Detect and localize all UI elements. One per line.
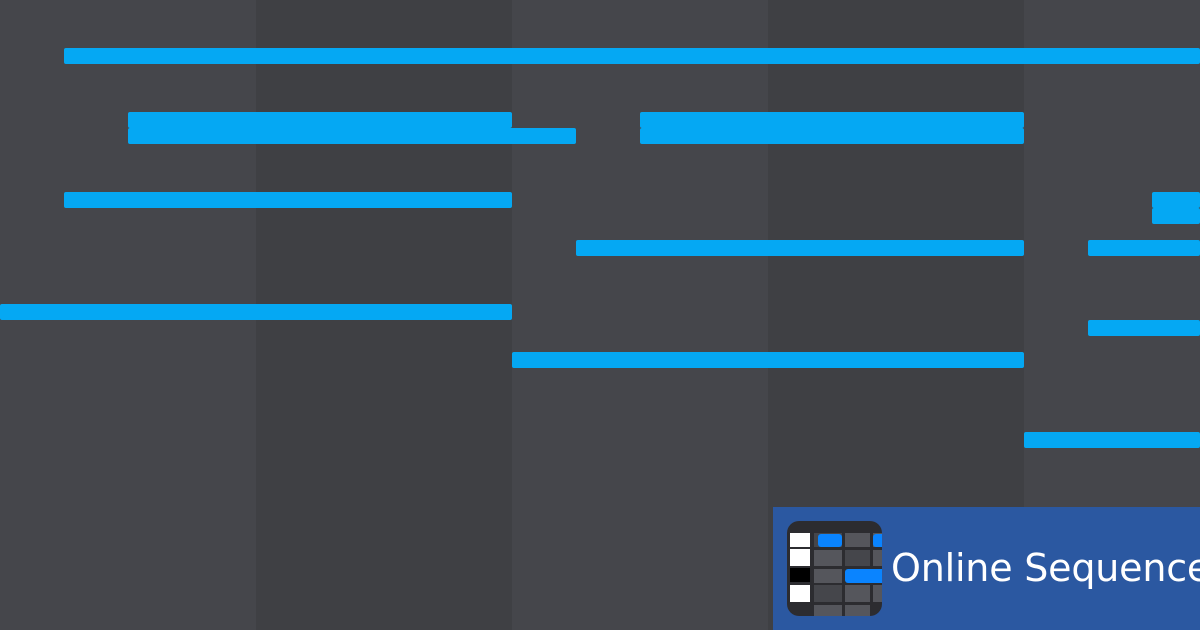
note-block[interactable] [64, 48, 1200, 64]
note-block[interactable] [128, 128, 576, 144]
note-block[interactable] [1024, 432, 1200, 448]
piano-key-white [790, 533, 810, 547]
logo-grid-cell [814, 585, 842, 602]
logo-grid-cell [845, 605, 870, 616]
piano-roll-icon [787, 521, 882, 616]
note-block[interactable] [1088, 320, 1200, 336]
logo-grid-cell [845, 585, 870, 602]
brand-banner[interactable]: Online Sequencer [773, 507, 1200, 630]
grid-column-3 [512, 0, 768, 630]
note-block[interactable] [640, 128, 1024, 144]
logo-grid-cell [873, 550, 882, 566]
piano-key-black [790, 568, 810, 582]
logo-grid-cell [845, 533, 870, 547]
piano-key-white [790, 585, 810, 602]
logo-note [818, 534, 842, 547]
brand-name: Online Sequencer [891, 546, 1200, 590]
note-block[interactable] [1152, 192, 1200, 208]
logo-grid-cell [814, 550, 842, 566]
note-block[interactable] [1088, 240, 1200, 256]
note-block[interactable] [64, 192, 512, 208]
logo-grid-cell [873, 585, 882, 602]
logo-grid-cell [814, 569, 842, 583]
note-block[interactable] [128, 112, 512, 128]
logo-note [873, 534, 882, 547]
note-block[interactable] [640, 112, 1024, 128]
note-block[interactable] [1152, 208, 1200, 224]
logo-grid-cell [814, 605, 842, 616]
piano-key-white [790, 549, 810, 566]
note-block[interactable] [0, 304, 512, 320]
note-block[interactable] [576, 240, 1024, 256]
logo-note [845, 569, 882, 583]
logo-grid-cell [845, 550, 870, 566]
note-block[interactable] [512, 352, 1024, 368]
